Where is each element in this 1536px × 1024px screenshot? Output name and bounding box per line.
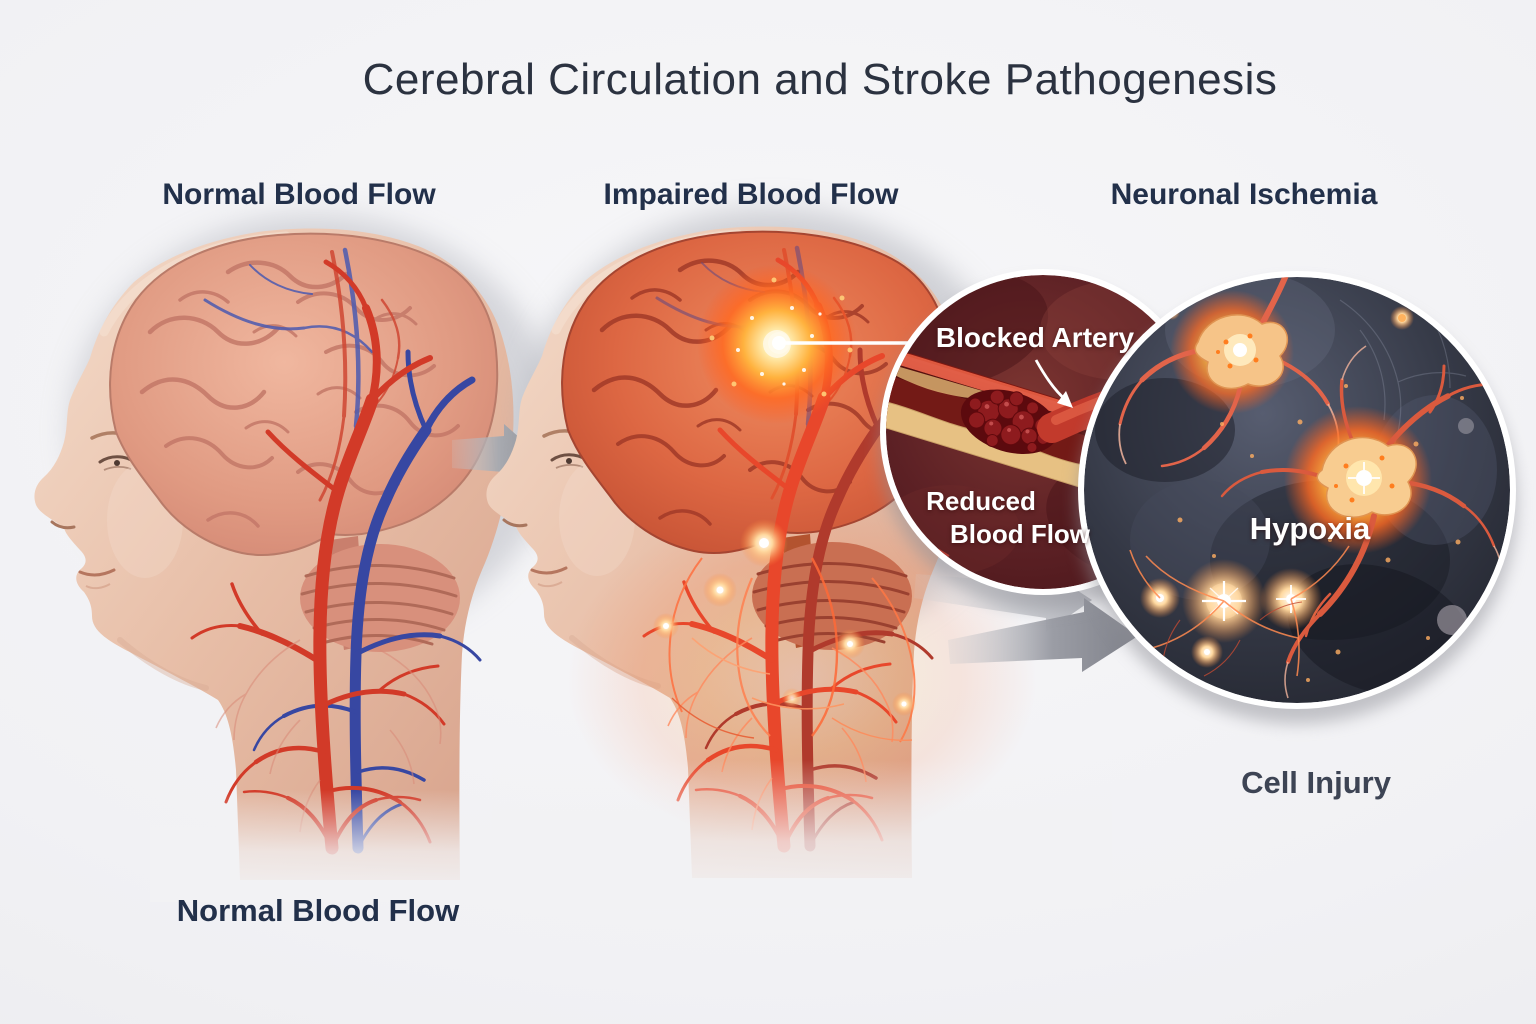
page-title: Cerebral Circulation and Stroke Pathogen… [362, 55, 1278, 104]
connector-line [768, 332, 908, 354]
section-label-neuronal-ischemia: Neuronal Ischemia [1110, 178, 1378, 211]
neck-spark-glows [653, 519, 916, 716]
blocked-artery-pointer-icon [1034, 359, 1073, 408]
section-label-impaired-blood-flow: Impaired Blood Flow [603, 178, 899, 211]
hypoxia-label: Hypoxia [1249, 511, 1371, 546]
neuronal-ischemia-inset [1077, 271, 1517, 724]
blood-clot [968, 389, 1050, 453]
cell-injury-caption: Cell Injury [1241, 765, 1391, 800]
section-label-normal-blood-flow: Normal Blood Flow [162, 178, 436, 211]
normal-head-illustration [34, 215, 560, 902]
reduced-blood-flow-label-line1: Reduced [926, 486, 1036, 516]
footer-normal-blood-flow-caption: Normal Blood Flow [176, 893, 460, 928]
ischemic-vessel-web [668, 557, 916, 743]
neuron-cell-lower [1220, 345, 1510, 699]
reduced-blood-flow-label-line2: Blood Flow [949, 519, 1091, 549]
ischemia-arrow-lower-icon [948, 598, 1138, 672]
neuron-cell-upper [1118, 277, 1340, 468]
blocked-artery-label: Blocked Artery [935, 322, 1135, 353]
degenerating-synapse-burst [1129, 545, 1350, 677]
